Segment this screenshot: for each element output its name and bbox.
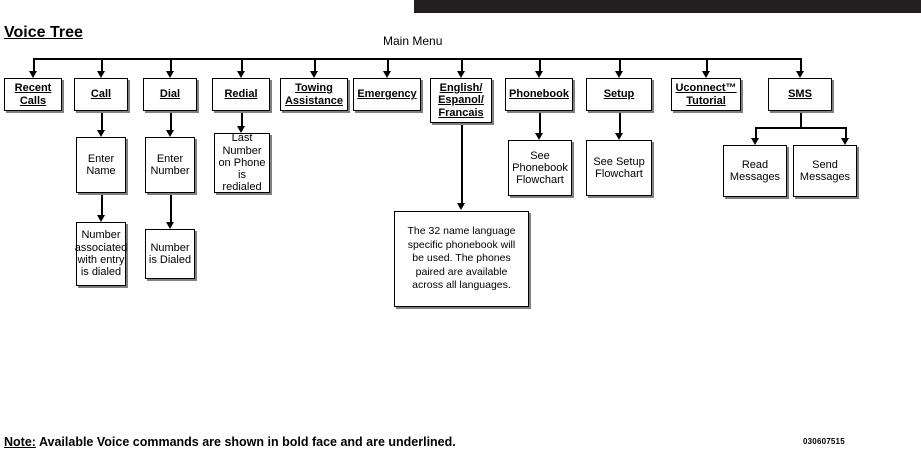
connector-enter-name-to-number-associated [101, 193, 103, 219]
connector-bus-to-uconnect [706, 58, 708, 74]
connector-sms-to-send [845, 127, 847, 142]
node-setup[interactable]: Setup [586, 78, 652, 111]
arrow-to-send-messages [841, 138, 849, 145]
connector-language-to-note [461, 124, 463, 207]
node-setup-label: Setup [603, 88, 635, 101]
node-language-note[interactable]: The 32 name language specific phonebook … [394, 211, 529, 307]
node-redial[interactable]: Redial [212, 78, 270, 111]
arrow-to-phonebook [535, 71, 543, 78]
page-title: Voice Tree [4, 24, 83, 41]
node-sms[interactable]: SMS [768, 78, 832, 111]
connector-enter-number-to-number-dialed [170, 193, 172, 226]
connector-bus-to-redial [241, 58, 243, 74]
node-call-label: Call [90, 88, 112, 101]
node-emergency[interactable]: Emergency [353, 78, 421, 111]
connector-bus-to-phonebook [539, 58, 541, 74]
arrow-to-number-dialed [166, 222, 174, 229]
node-dial-label: Dial [159, 88, 181, 101]
node-sms-label: SMS [788, 88, 812, 101]
node-phonebook-label: Phonebook [509, 88, 569, 101]
connector-sms-split-bus [755, 127, 846, 129]
connector-bus-to-emergency [387, 58, 389, 74]
arrow-to-recent-calls [29, 71, 37, 78]
header-black-bar [414, 0, 921, 13]
main-menu-bus-line [33, 58, 801, 60]
connector-phonebook-to-flowchart [539, 112, 541, 137]
arrow-to-language [457, 71, 465, 78]
connector-call-to-enter-name [101, 112, 103, 134]
document-code: 030607515 [803, 437, 845, 446]
arrow-to-emergency [383, 71, 391, 78]
footer-note: Note: Available Voice commands are shown… [4, 435, 456, 449]
connector-redial-to-last-number [241, 112, 243, 130]
arrow-to-number-associated [97, 215, 105, 222]
node-phonebook[interactable]: Phonebook [505, 78, 573, 111]
arrow-to-dial [166, 71, 174, 78]
connector-bus-to-sms [800, 58, 802, 74]
footer-note-text: Available Voice commands are shown in bo… [35, 435, 456, 449]
arrow-to-last-number [237, 126, 245, 133]
connector-bus-to-dial [170, 58, 172, 74]
arrow-to-setup [615, 71, 623, 78]
arrow-to-towing [310, 71, 318, 78]
connector-sms-to-read [755, 127, 757, 142]
node-redial-label: Redial [224, 88, 258, 101]
arrow-to-enter-name [97, 130, 105, 137]
arrow-to-setup-flowchart [615, 133, 623, 140]
footer-note-prefix: Note: [4, 435, 36, 449]
connector-bus-to-language [461, 58, 463, 74]
node-call[interactable]: Call [74, 78, 128, 111]
arrow-to-enter-number [166, 130, 174, 137]
arrow-to-phonebook-flowchart [535, 133, 543, 140]
connector-bus-to-call [101, 58, 103, 74]
arrow-to-sms [796, 71, 804, 78]
arrow-to-redial [237, 71, 245, 78]
node-english-espanol-francais-label: English/Espanol/Francais [438, 82, 484, 119]
main-menu-label: Main Menu [383, 34, 443, 48]
node-dial[interactable]: Dial [143, 78, 197, 111]
arrow-to-uconnect [702, 71, 710, 78]
arrow-to-call [97, 71, 105, 78]
node-english-espanol-francais[interactable]: English/Espanol/Francais [430, 78, 492, 123]
arrow-to-read-messages [751, 138, 759, 145]
connector-bus-to-recent-calls [33, 58, 35, 74]
connector-sms-down [800, 112, 802, 127]
connector-bus-to-towing [314, 58, 316, 74]
connector-setup-to-flowchart [619, 112, 621, 137]
connector-bus-to-setup [619, 58, 621, 74]
node-language-note-label: The 32 name language specific phonebook … [407, 224, 516, 292]
arrow-to-language-note [457, 203, 465, 210]
node-emergency-label: Emergency [357, 88, 417, 101]
connector-dial-to-enter-number [170, 112, 172, 134]
